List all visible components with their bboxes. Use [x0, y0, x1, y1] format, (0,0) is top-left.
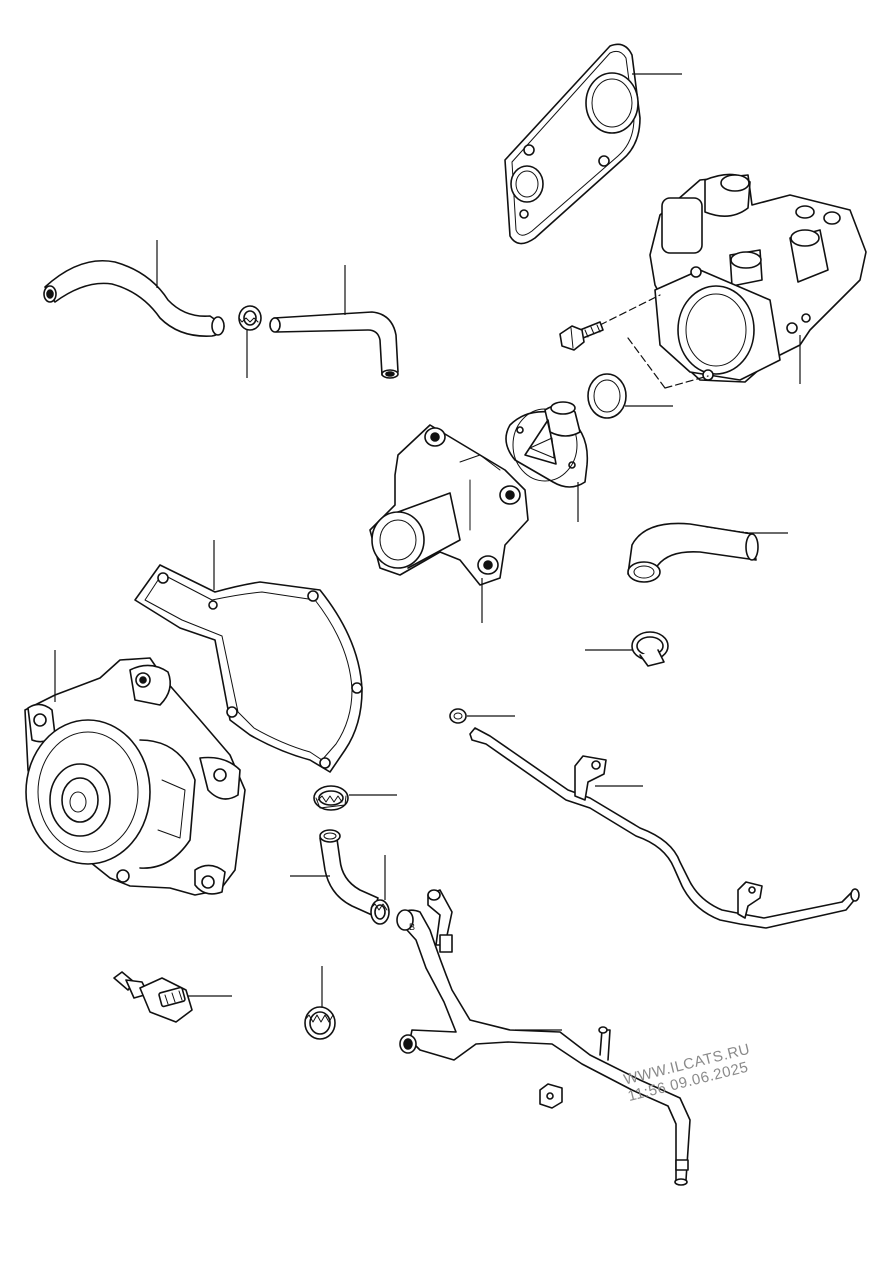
coolant-pipe-upper[interactable] [469, 727, 860, 929]
hose-clamp-small-2[interactable] [370, 899, 390, 925]
water-pump-gasket[interactable] [134, 564, 363, 773]
thermostat-housing[interactable] [599, 173, 867, 389]
thermostat-o-ring[interactable] [587, 373, 627, 419]
thermostat-housing-gasket[interactable] [504, 43, 641, 245]
bypass-hose[interactable] [627, 522, 759, 583]
spring-clamp-1[interactable] [631, 631, 669, 667]
coolant-temperature-sensor[interactable] [113, 971, 193, 1023]
pipe-o-ring[interactable] [449, 708, 467, 724]
hose-clamp-large[interactable] [304, 1006, 336, 1040]
coolant-hose-short[interactable] [319, 829, 379, 916]
hose-marking-label: B [409, 922, 415, 932]
spring-clamp-2[interactable] [313, 785, 349, 811]
heater-hose-left[interactable] [43, 260, 225, 337]
coolant-pipe-lower[interactable]: B [396, 889, 691, 1186]
hose-clamp-small-1[interactable] [238, 305, 262, 331]
thermostat[interactable] [505, 401, 589, 488]
heater-hose-right[interactable] [269, 311, 399, 379]
housing-bolt[interactable] [559, 321, 604, 351]
water-pump[interactable] [24, 657, 246, 896]
water-outlet-elbow[interactable] [369, 424, 529, 586]
